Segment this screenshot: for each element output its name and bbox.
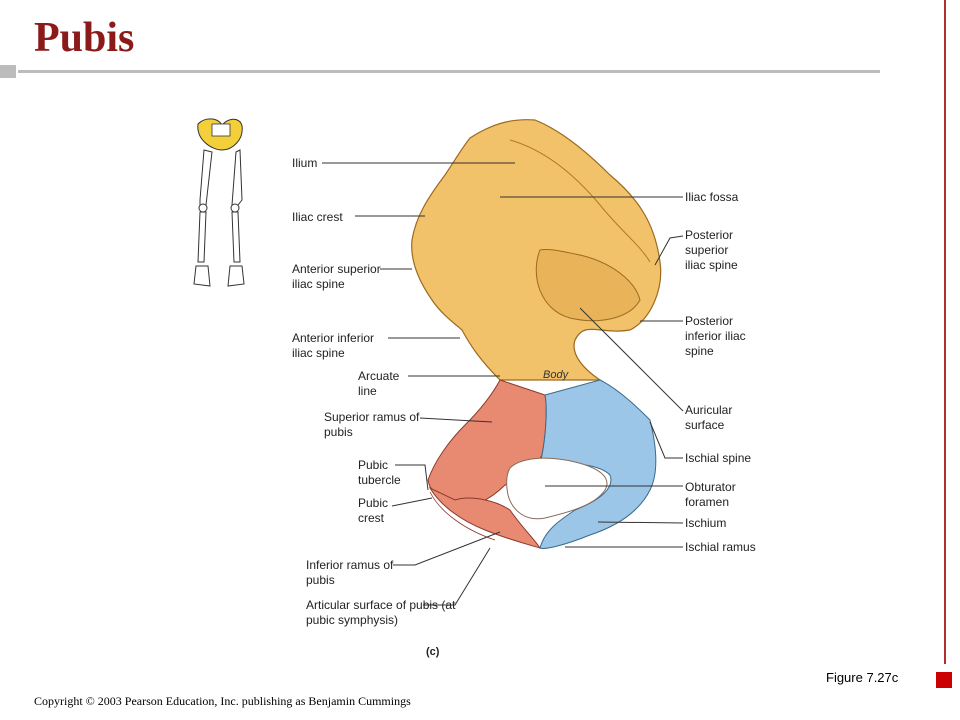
slide-title: Pubis: [34, 15, 135, 61]
right-edge-rule: [944, 0, 946, 664]
label-pubic-crest: Pubic crest: [358, 496, 389, 525]
label-obturator-foramen: Obturator foramen: [685, 480, 736, 509]
label-superior-ramus-of-pubis: Superior ramus of pubis: [324, 410, 420, 439]
leader-lines: [322, 162, 684, 606]
label-anterior-superior-iliac-spine: Anterior superior iliac spine: [292, 262, 381, 291]
figure-reference: Figure 7.27c: [826, 670, 899, 685]
label-ilium: Ilium: [292, 156, 318, 170]
label-pubic-tubercle: Pubic tubercle: [358, 458, 401, 487]
label-iliac-fossa: Iliac fossa: [685, 190, 739, 204]
label-anterior-inferior-iliac-spine: Anterior inferior iliac spine: [292, 331, 375, 360]
title-divider: [18, 70, 880, 73]
label-iliac-crest: Iliac crest: [292, 210, 343, 224]
label-ischial-ramus: Ischial ramus: [685, 540, 756, 554]
label-inferior-ramus-of-pubis: Inferior ramus of pubis: [306, 558, 394, 587]
label-articular-surface-of-pubis: Articular surface of pubis (at pubic sym…: [306, 598, 456, 627]
body-label: Body: [543, 369, 570, 381]
label-ischial-spine: Ischial spine: [685, 451, 752, 465]
hip-bone-drawing: Body (c): [411, 119, 662, 658]
copyright-notice: Copyright © 2003 Pearson Education, Inc.…: [34, 694, 411, 708]
corner-marker: [936, 672, 952, 688]
panel-letter: (c): [426, 646, 440, 658]
label-auricular-surface: Auricular surface: [685, 403, 733, 432]
title-rule-marker: [0, 65, 16, 78]
label-posterior-inferior-iliac-spine: Posterior inferior iliac spine: [685, 314, 746, 358]
label-arcuate-line: Arcuate line: [358, 369, 400, 398]
skeleton-thumbnail: [193, 118, 245, 287]
label-posterior-superior-iliac-spine: Posterior superior iliac spine: [685, 228, 738, 272]
label-ischium: Ischium: [685, 516, 727, 530]
